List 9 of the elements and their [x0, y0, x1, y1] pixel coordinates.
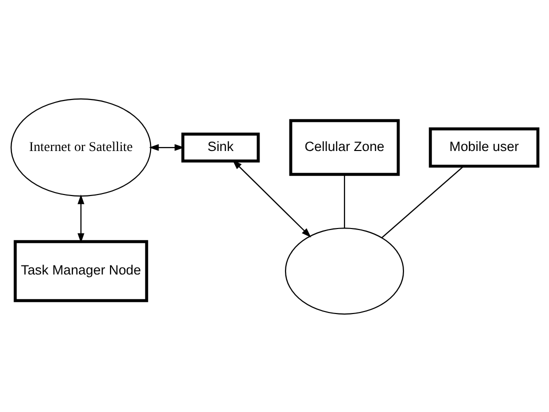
node-box: Cellular Zone: [289, 118, 400, 176]
node-box: Task Manager Node: [14, 240, 148, 302]
node-box: Mobile user: [428, 126, 540, 168]
arrow: [149, 144, 184, 150]
arrow: [78, 194, 84, 242]
node-box: Sink: [181, 132, 260, 162]
node-ellipse: Internet or Satellite: [10, 98, 152, 196]
connector: [381, 165, 464, 238]
connector: [344, 174, 346, 228]
